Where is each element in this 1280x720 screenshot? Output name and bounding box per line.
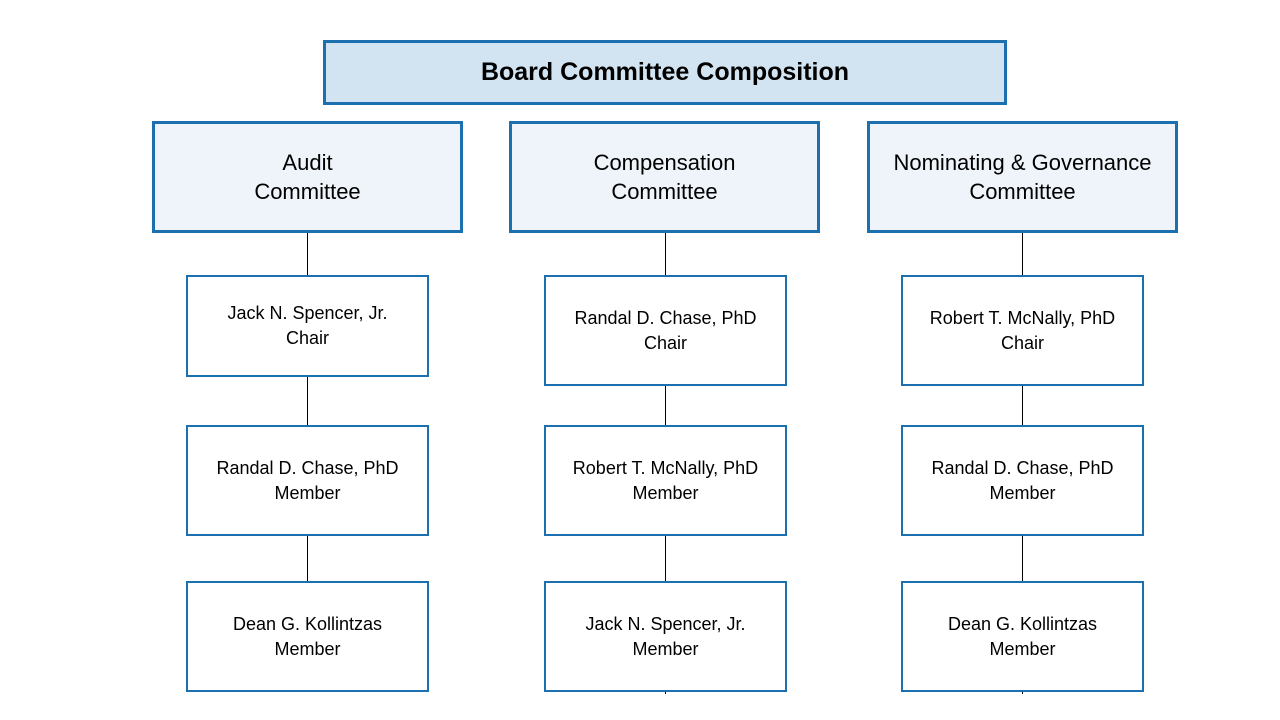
connector-line (665, 233, 666, 276)
member-role: Member (632, 482, 699, 503)
member-role: Chair (285, 328, 329, 348)
committee-header-audit: Audit Committee (152, 121, 463, 233)
member-name: Randal D. Chase, PhD (574, 307, 757, 328)
member-card: Randal D. Chase, PhD Chair (544, 275, 787, 386)
chart-title: Board Committee Composition (480, 58, 850, 86)
member-role: Chair (643, 332, 687, 353)
member-role: Member (274, 482, 341, 503)
connector-line (307, 376, 308, 426)
committee-name: Nominating & Governance (893, 150, 1152, 175)
member-name: Jack N. Spencer, Jr. (585, 613, 746, 634)
member-role: Member (989, 638, 1056, 659)
connector-line (307, 233, 308, 276)
member-card: Randal D. Chase, PhD Member (186, 425, 429, 536)
member-card: Robert T. McNally, PhD Member (544, 425, 787, 536)
connector-line (665, 385, 666, 426)
connector-line (665, 691, 666, 694)
committee-label: Committee (254, 179, 361, 204)
connector-line (665, 535, 666, 582)
member-name: Robert T. McNally, PhD (572, 457, 759, 478)
member-role: Chair (1000, 332, 1044, 353)
connector-line (1022, 385, 1023, 426)
member-card: Dean G. Kollintzas Member (901, 581, 1144, 692)
member-card: Robert T. McNally, PhD Chair (901, 275, 1144, 386)
connector-line (1022, 233, 1023, 276)
member-card: Randal D. Chase, PhD Member (901, 425, 1144, 536)
committee-header-compensation: Compensation Committee (509, 121, 820, 233)
committee-label: Committee (611, 179, 718, 204)
member-name: Robert T. McNally, PhD (929, 307, 1116, 328)
chart-title-box: Board Committee Composition (323, 40, 1007, 105)
member-card: Jack N. Spencer, Jr. Chair (186, 275, 429, 377)
connector-line (1022, 535, 1023, 582)
member-name: Jack N. Spencer, Jr. (227, 303, 388, 323)
connector-line (307, 535, 308, 582)
member-role: Member (989, 482, 1056, 503)
committee-header-nominating-governance: Nominating & Governance Committee (867, 121, 1178, 233)
member-card: Jack N. Spencer, Jr. Member (544, 581, 787, 692)
member-card: Dean G. Kollintzas Member (186, 581, 429, 692)
connector-line (1022, 691, 1023, 694)
member-role: Member (632, 638, 699, 659)
member-name: Randal D. Chase, PhD (216, 457, 399, 478)
member-name: Dean G. Kollintzas (947, 613, 1098, 634)
member-name: Randal D. Chase, PhD (931, 457, 1114, 478)
committee-label: Committee (969, 179, 1076, 204)
committee-name: Audit (282, 150, 333, 175)
committee-name: Compensation (593, 150, 736, 175)
member-name: Dean G. Kollintzas (232, 613, 383, 634)
member-role: Member (274, 638, 341, 659)
